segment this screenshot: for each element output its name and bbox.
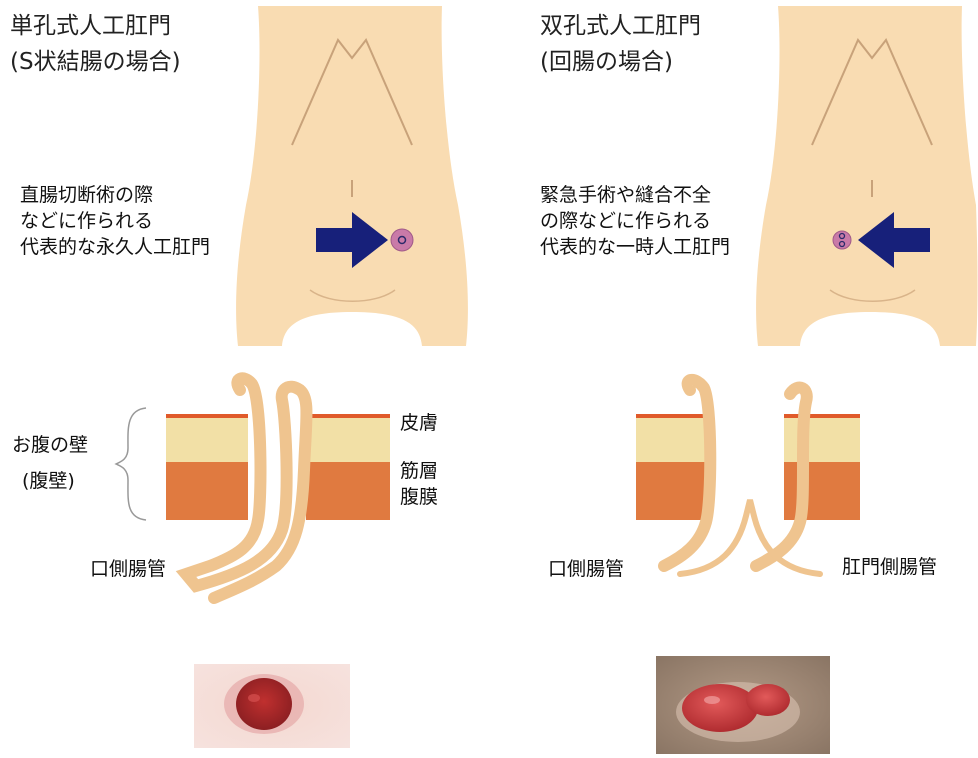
right-bowel-label-right: 肛門側腸管 (842, 554, 937, 580)
right-muscle-layer (636, 462, 710, 520)
right-bowel-label-left: 口側腸管 (548, 556, 624, 582)
right-skin-layer-right (784, 416, 860, 462)
right-muscle-layer-right (784, 462, 860, 520)
right-stoma-photo (656, 656, 830, 754)
right-skin-layer (636, 416, 710, 462)
